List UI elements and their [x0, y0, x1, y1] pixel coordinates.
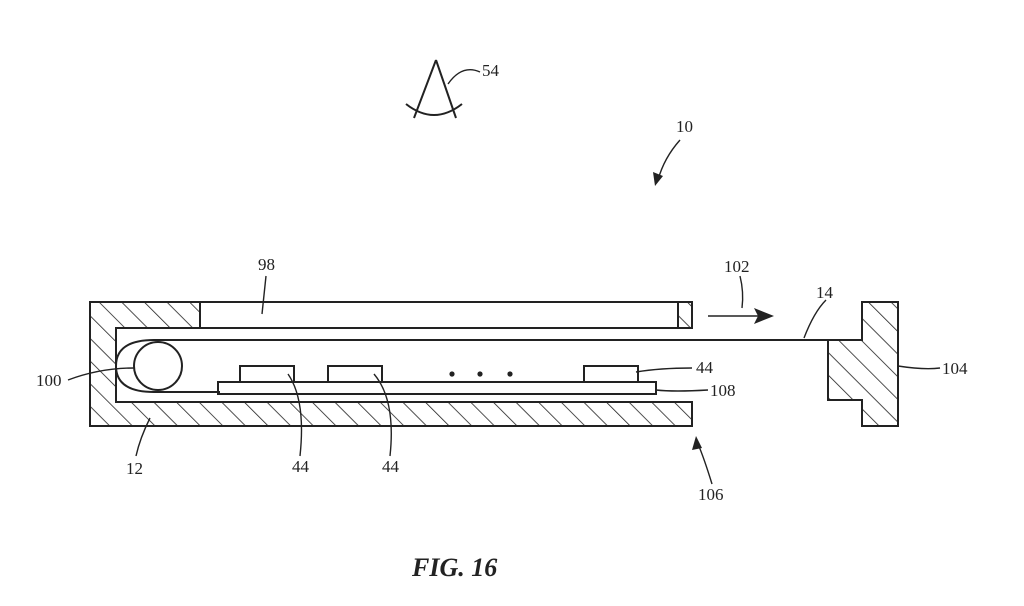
chip-middle — [327, 365, 383, 383]
cover-glass — [199, 301, 679, 329]
label-eye: 54 — [482, 61, 500, 80]
housing-end-cap — [677, 301, 693, 329]
figure-caption: FIG. 16 — [411, 553, 497, 582]
motion-arrow — [708, 308, 774, 324]
ellipsis-dot-3 — [507, 371, 513, 377]
device-arrow — [653, 139, 681, 186]
flexible-member — [114, 339, 828, 393]
eye-symbol — [405, 59, 481, 119]
label-board: 108 — [710, 381, 736, 400]
label-flex: 14 — [816, 283, 834, 302]
ellipsis-dot-1 — [449, 371, 455, 377]
chip-left — [239, 365, 295, 383]
label-housing: 12 — [126, 459, 143, 478]
housing — [89, 301, 693, 427]
circuit-board — [217, 381, 657, 395]
label-chip-left: 44 — [292, 457, 310, 476]
label-block: 104 — [942, 359, 968, 378]
attachment-block — [827, 301, 899, 427]
label-cover: 98 — [258, 255, 275, 274]
ellipsis-dot-2 — [477, 371, 483, 377]
label-gap: 106 — [698, 485, 724, 504]
label-chip-middle: 44 — [382, 457, 400, 476]
label-chip-right: 44 — [696, 358, 714, 377]
component-circle — [133, 341, 183, 391]
chip-right — [583, 365, 639, 383]
label-device: 10 — [676, 117, 693, 136]
label-arrow: 102 — [724, 257, 750, 276]
label-component: 100 — [36, 371, 62, 390]
